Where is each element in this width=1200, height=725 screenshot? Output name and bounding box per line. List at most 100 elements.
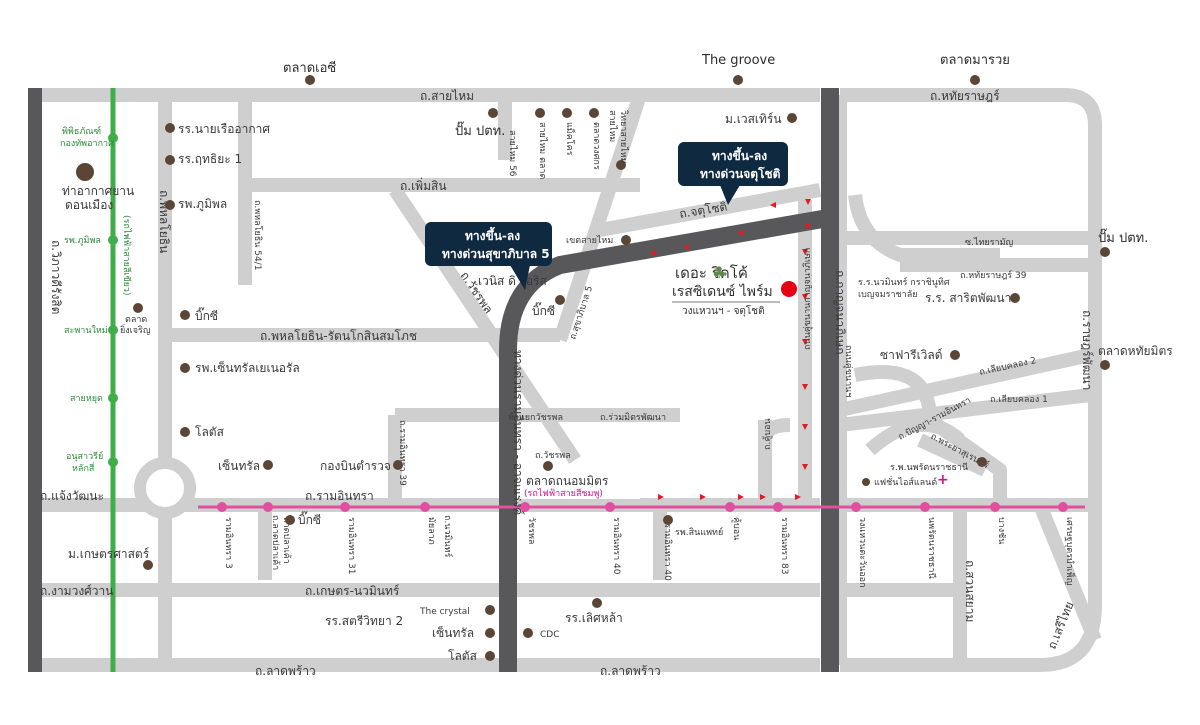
poi-label: The crystal (419, 607, 470, 617)
label-hathairat: ถ.หทัยราษฎร์ (930, 89, 1000, 103)
poi-marker (76, 163, 94, 181)
label-watcharaphon-junction: ห้าแยกวัชรพล (508, 412, 563, 423)
poi-marker (970, 75, 980, 85)
label-ngamwong: ถ.งามวงศ์วาน (40, 584, 113, 598)
arrow-icon (802, 424, 808, 430)
green-station-label: สายหยุด (70, 394, 103, 404)
arrow-icon (802, 339, 808, 345)
poi-marker (1100, 247, 1110, 257)
green-station-label: อนุสาวรีย์ (66, 450, 103, 462)
poi-marker (263, 460, 273, 470)
poi-marker (733, 75, 743, 85)
label-lat-pla-khao: ถ.ลาดปลาเค้า (270, 515, 281, 570)
label-frontage2: ถนนคู่ขนานฯ (843, 345, 853, 397)
poi-label: แฟชั่นไอส์แลนด์ (874, 475, 937, 488)
poi-marker (305, 75, 315, 85)
label-chatuchot: ถ.จตุโชติ (678, 200, 728, 222)
pink-station-11 (990, 502, 1000, 512)
pink-station-1 (217, 502, 227, 512)
green-station-labels: พิพิธภัณฑ์ กองทัพอากาศ รพ.ภูมิพล สะพานให… (60, 125, 132, 474)
poi-marker (165, 200, 175, 210)
label-thairaman: ซ.ไทยรามัญ (965, 237, 1014, 248)
label-liap1: ถ.เลียบคลอง 1 (990, 394, 1048, 405)
pink-station-9 (851, 502, 861, 512)
pink-station-label: บางชัน (996, 517, 1006, 544)
callout-sukha5: ทางขึ้น-ลง ทางด่วนสุขาภิบาล 5 (425, 222, 552, 290)
poi-marker (950, 350, 960, 360)
road-panya (865, 417, 965, 456)
label-kanchanaphisek: ถ.กาญจนาภิเษก (833, 270, 847, 354)
poi-label: แม็คโคร (564, 122, 577, 156)
label-sai-mai: ถ.สายไหม (420, 89, 474, 103)
road-chatuchot (598, 183, 822, 237)
label-seri-thai: ถ.เสรีไทย (1045, 600, 1077, 652)
poi-label: ท่าอากาศยาน (62, 184, 134, 198)
poi-marker (562, 108, 572, 118)
green-line (108, 88, 118, 672)
poi-label: วิทยาสายไหม (618, 110, 629, 164)
road-loop (848, 194, 1000, 262)
pink-station-label: นพรัตนราชธานี (926, 517, 937, 579)
route-arrows (650, 199, 811, 500)
label-nawamin: ถ.นวมินทร์ (442, 515, 454, 558)
arrow-icon (795, 494, 801, 500)
poi-label: รร.นายเรืออากาศ (178, 122, 270, 136)
poi-label: ตลาด (125, 315, 147, 325)
poi-marker (180, 310, 190, 320)
pink-station-label: เศรษฐบุตรบำเพ็ญ (1064, 517, 1077, 586)
pink-station-labels: รามอินทรา 3 ลาดปลาเค้า รามอินทรา 31 มัยล… (223, 486, 1077, 588)
arrow-icon (738, 494, 744, 500)
poi-label: เซ็นทรัล (218, 458, 260, 473)
pink-station-label: รามอินทรา 83 (779, 517, 790, 575)
callout-chatuchot: ทางขึ้น-ลง ทางด่วนจตุโชติ (678, 142, 788, 205)
pink-station-label: วงแหวนตะวันออก (857, 517, 867, 588)
poi-label: เบญจมราชาลัย (858, 290, 918, 300)
label-lat-phrao-left: ถ.ลาดพร้าว (255, 664, 316, 678)
callout-chatuchot-line2: ทางด่วนจตุโชติ (700, 166, 781, 182)
pink-station-label: คู้บอน (731, 517, 742, 540)
poi-marker (180, 363, 190, 373)
poi-label: รพ.สินแพทย์ (675, 526, 723, 538)
poi-label: เซ็นทรัล (432, 625, 474, 640)
poi-label: บิ๊กซี (298, 511, 321, 527)
label-phahon54: ถ.พหลโยธิน 54/1 (252, 200, 263, 271)
label-vibhavadi: ถ.วิภาวดีรังสิต (49, 240, 63, 314)
poi-label: ตลาดมารวย (940, 53, 1010, 68)
poi-marker (663, 515, 673, 525)
poi-label: เวนิส ดิ ไอริส (478, 274, 547, 288)
arrow-icon (805, 224, 811, 230)
poi-label: บิ๊กซี (532, 302, 555, 318)
poi-marker (1100, 360, 1110, 370)
pink-line (198, 502, 1085, 512)
pink-station-label: รามอินทรา 31 (346, 517, 357, 575)
label-chaeng-watthana: ถ.แจ้งวัฒนะ (40, 489, 104, 503)
poi-marker (616, 160, 626, 170)
poi-marker (592, 598, 602, 608)
arrow-icon (650, 250, 656, 256)
callout-chatuchot-line1: ทางขึ้น-ลง (712, 146, 767, 163)
pink-station-label: วัชรพล (526, 517, 536, 544)
poi-label: เขตสายไหม (566, 235, 613, 246)
green-station-4 (108, 393, 118, 403)
pink-station-label: รามอินทรา 3 (223, 517, 234, 569)
label-frontage1: ถนนคู่ขนานกาญจนาภิเษก (802, 248, 813, 350)
label-phahon-ratana: ถ.พหลโยธิน-รัตนโกสินสมโภช (260, 329, 417, 343)
poi-label: ม.เกษตรศาสตร์ (68, 547, 150, 561)
pink-station-12 (1058, 502, 1068, 512)
poi-label: ม.เวสเทิร์น (725, 112, 782, 126)
pois (76, 75, 1110, 661)
poi-label: ตลาดวงศกร (591, 122, 601, 170)
poi-marker (523, 628, 533, 638)
green-station-3 (108, 325, 118, 335)
poi-label: The groove (701, 53, 775, 68)
pink-station-2 (263, 502, 273, 512)
poi-marker (1010, 293, 1020, 303)
project-name-line2: เรสซิเดนซ์ ไพร์ม (672, 283, 773, 300)
green-station-label: กองทัพอากาศ (60, 139, 114, 149)
poi-marker (180, 427, 190, 437)
poi-label: รพ.เซ็นทรัลเยเนอรัล (195, 360, 300, 375)
poi-marker (977, 457, 987, 467)
poi-label: CDC (540, 630, 560, 640)
label-expressway: ทางด่วนรามอินทรา - อาจณรงค์ (511, 350, 525, 515)
arrow-icon (683, 244, 689, 250)
